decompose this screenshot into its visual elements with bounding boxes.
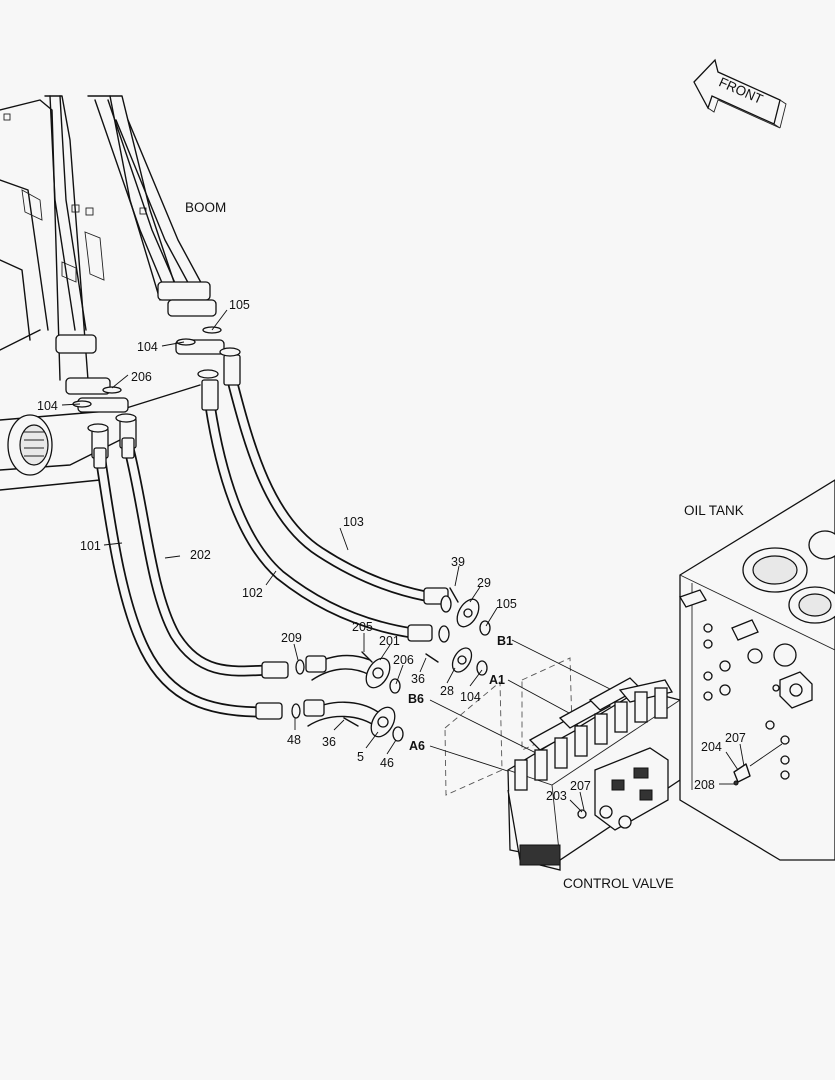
hose-end-fittings-bottom [255, 587, 452, 729]
part-label-46: 46 [380, 756, 394, 770]
part-label-204: 204 [701, 740, 722, 754]
part-label-29: 29 [477, 576, 491, 590]
oil-tank-caption: OIL TANK [684, 503, 744, 518]
part-label-103: 103 [343, 515, 364, 529]
port-label-a1: A1 [489, 673, 505, 687]
part-label-39: 39 [451, 555, 465, 569]
part-label-48: 48 [287, 733, 301, 747]
part-callouts: 101 202 102 103 104 104 104 105 105 206 … [37, 298, 746, 813]
port-labels: B1 A1 B6 A6 [408, 634, 513, 753]
part-label-104-middle: 104 [137, 340, 158, 354]
part-label-206-top: 206 [131, 370, 152, 384]
part-label-206-lower: 206 [393, 653, 414, 667]
port-label-b1: B1 [497, 634, 513, 648]
part-label-201: 201 [379, 634, 400, 648]
control-valve [507, 677, 681, 871]
port-label-b6: B6 [408, 692, 424, 706]
part-label-102: 102 [242, 586, 263, 600]
oil-tank [679, 479, 835, 861]
part-label-209: 209 [281, 631, 302, 645]
part-label-5: 5 [357, 750, 364, 764]
part-label-207-valve: 207 [570, 779, 591, 793]
boom-structure [0, 95, 225, 491]
part-label-105-top: 105 [229, 298, 250, 312]
part-label-28: 28 [440, 684, 454, 698]
part-label-101: 101 [80, 539, 101, 553]
part-label-208: 208 [694, 778, 715, 792]
part-label-104-valve: 104 [460, 690, 481, 704]
part-label-104-left: 104 [37, 399, 58, 413]
part-label-203: 203 [546, 789, 567, 803]
flanges [343, 587, 491, 742]
part-label-205: 205 [352, 620, 373, 634]
part-label-36-lower: 36 [322, 735, 336, 749]
part-label-36-upper: 36 [411, 672, 425, 686]
port-label-a6: A6 [409, 739, 425, 753]
part-label-207-tank: 207 [725, 731, 746, 745]
part-label-202: 202 [190, 548, 211, 562]
part-label-105-valve: 105 [496, 597, 517, 611]
hose-end-fittings-top [72, 326, 241, 469]
boom-caption: BOOM [185, 200, 226, 215]
front-arrow: FRONT [693, 58, 787, 129]
control-valve-caption: CONTROL VALVE [563, 876, 674, 891]
hoses [94, 374, 431, 718]
